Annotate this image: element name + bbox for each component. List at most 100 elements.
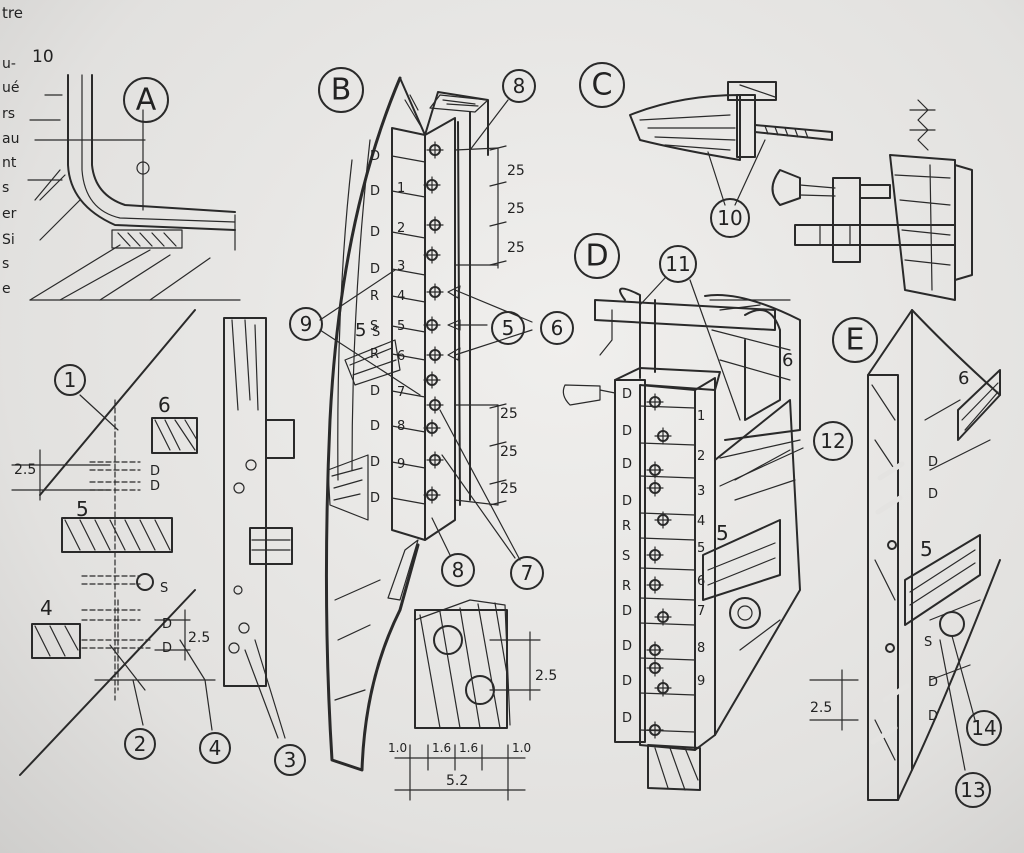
hole-row-line-d xyxy=(639,512,696,516)
callout-label: 13 xyxy=(960,778,985,802)
hole-cross-b xyxy=(426,283,444,301)
callout-circle xyxy=(199,732,231,764)
callout-circle xyxy=(579,62,625,108)
callout-label: 5 xyxy=(502,316,515,340)
hole-number-d: 8 xyxy=(697,641,705,656)
hole-letter-d: D xyxy=(622,711,632,726)
dim-2-5-mid: 2.5 xyxy=(188,630,210,646)
hole-cross-d xyxy=(646,479,664,497)
label-d-e-2: D xyxy=(928,487,938,502)
label-s-e: S xyxy=(924,635,932,650)
hole-number-d: 9 xyxy=(697,674,705,689)
label-s-left: S xyxy=(160,581,168,596)
hole-cross-b xyxy=(423,486,441,504)
hole-number-b: 5 xyxy=(397,319,405,334)
hole-cross-d xyxy=(646,393,664,411)
label-d-e-3: D xyxy=(928,675,938,690)
hole-letter-d: R xyxy=(622,579,631,594)
dim-25-b4: 25 xyxy=(500,406,518,422)
dim-1-0-left: 1.0 xyxy=(388,741,407,755)
hole-cross-d xyxy=(654,608,672,626)
dim-25-b6: 25 xyxy=(500,481,518,497)
hole-number-d: 6 xyxy=(697,574,705,589)
hole-cross-b xyxy=(423,246,441,264)
callout-label: 6 xyxy=(551,316,564,340)
hole-number-d: 3 xyxy=(697,484,705,499)
callout-circle xyxy=(510,556,544,590)
callout-label: 2 xyxy=(134,732,147,756)
hole-letter-b: D xyxy=(370,455,380,470)
margin-fragment: u- xyxy=(2,56,16,72)
label-d-left-4: D xyxy=(162,641,172,656)
hole-row-line-d xyxy=(639,597,696,601)
callout-label: 14 xyxy=(971,716,996,740)
label-part-5-e: 5 xyxy=(920,537,933,561)
callout-label: D xyxy=(585,239,608,274)
hole-number-b: 9 xyxy=(397,457,405,472)
callout-circle xyxy=(540,311,574,345)
hole-row-line-b xyxy=(391,390,426,398)
panel-e-pins xyxy=(870,461,910,745)
callout-circle xyxy=(54,364,86,396)
margin-fragment: Si xyxy=(2,232,15,248)
dim-25-b3: 25 xyxy=(507,240,525,256)
margin-fragment: rs xyxy=(2,106,15,122)
callout-label: 11 xyxy=(665,252,690,276)
hole-e xyxy=(887,540,897,550)
label-d-e-1: D xyxy=(928,455,938,470)
label-part-5-left: 5 xyxy=(76,497,89,521)
hole-row-line-d xyxy=(639,692,696,696)
callout-label: A xyxy=(136,83,157,118)
callout-circle xyxy=(966,710,1002,746)
dim-2-5-detail: 2.5 xyxy=(535,668,557,684)
dim-1-6-b: 1.6 xyxy=(459,741,478,755)
hole-letter-b: R xyxy=(370,347,379,362)
hole-number-b: 1 xyxy=(397,181,405,196)
dim-25-b1: 25 xyxy=(507,163,525,179)
hole-row-line-b xyxy=(391,155,426,163)
hole-row-line-b xyxy=(391,295,426,303)
figure-number: 10 xyxy=(32,47,54,67)
dowel-pin-highlight xyxy=(875,495,903,515)
hole-cross-b xyxy=(426,451,444,469)
hole-number-b: 8 xyxy=(397,419,405,434)
hole-number-b: 3 xyxy=(397,259,405,274)
dim-25-b2: 25 xyxy=(507,201,525,217)
hole-number-d: 7 xyxy=(697,604,705,619)
label-part-6-d: 6 xyxy=(782,350,793,371)
hole-letter-d: S xyxy=(622,549,630,564)
hole-cross-b xyxy=(423,371,441,389)
margin-fragment: e xyxy=(2,281,11,297)
hole-letter-b: D xyxy=(370,149,380,164)
callout-label: C xyxy=(592,68,613,103)
label-part-6-left: 6 xyxy=(158,393,171,417)
margin-fragment: er xyxy=(2,206,17,222)
hole-cross-b xyxy=(426,346,444,364)
callout-label: B xyxy=(331,73,352,108)
callout-label: 8 xyxy=(513,74,526,98)
callout-label: 10 xyxy=(717,206,742,230)
label-part-6-e: 6 xyxy=(958,368,969,389)
callout-circle xyxy=(955,772,991,808)
margin-fragment: s xyxy=(2,256,9,272)
hole-cross-b xyxy=(426,216,444,234)
callout-circle xyxy=(832,317,878,363)
dowel-pin-highlight xyxy=(870,725,898,745)
hole-letter-b: D xyxy=(370,225,380,240)
hole-row-line-b xyxy=(391,497,426,505)
margin-text-top: tre xyxy=(2,4,23,22)
hole-row-line-d xyxy=(639,657,696,661)
hole-cross-d xyxy=(646,576,664,594)
hole-letter-b: D xyxy=(370,184,380,199)
dim-25-b5: 25 xyxy=(500,444,518,460)
hole-cross-d xyxy=(654,511,672,529)
margin-fragment: ué xyxy=(2,80,20,96)
callout-circle xyxy=(274,744,306,776)
hole-letter-b: R xyxy=(370,289,379,304)
dim-2-5-left: 2.5 xyxy=(14,462,36,478)
callout-label: 1 xyxy=(64,368,77,392)
text-labels: 6 5 4 D D S D D 2.5 2.5 5 S 25 25 25 25 … xyxy=(14,163,969,789)
hole-cross-b xyxy=(423,419,441,437)
